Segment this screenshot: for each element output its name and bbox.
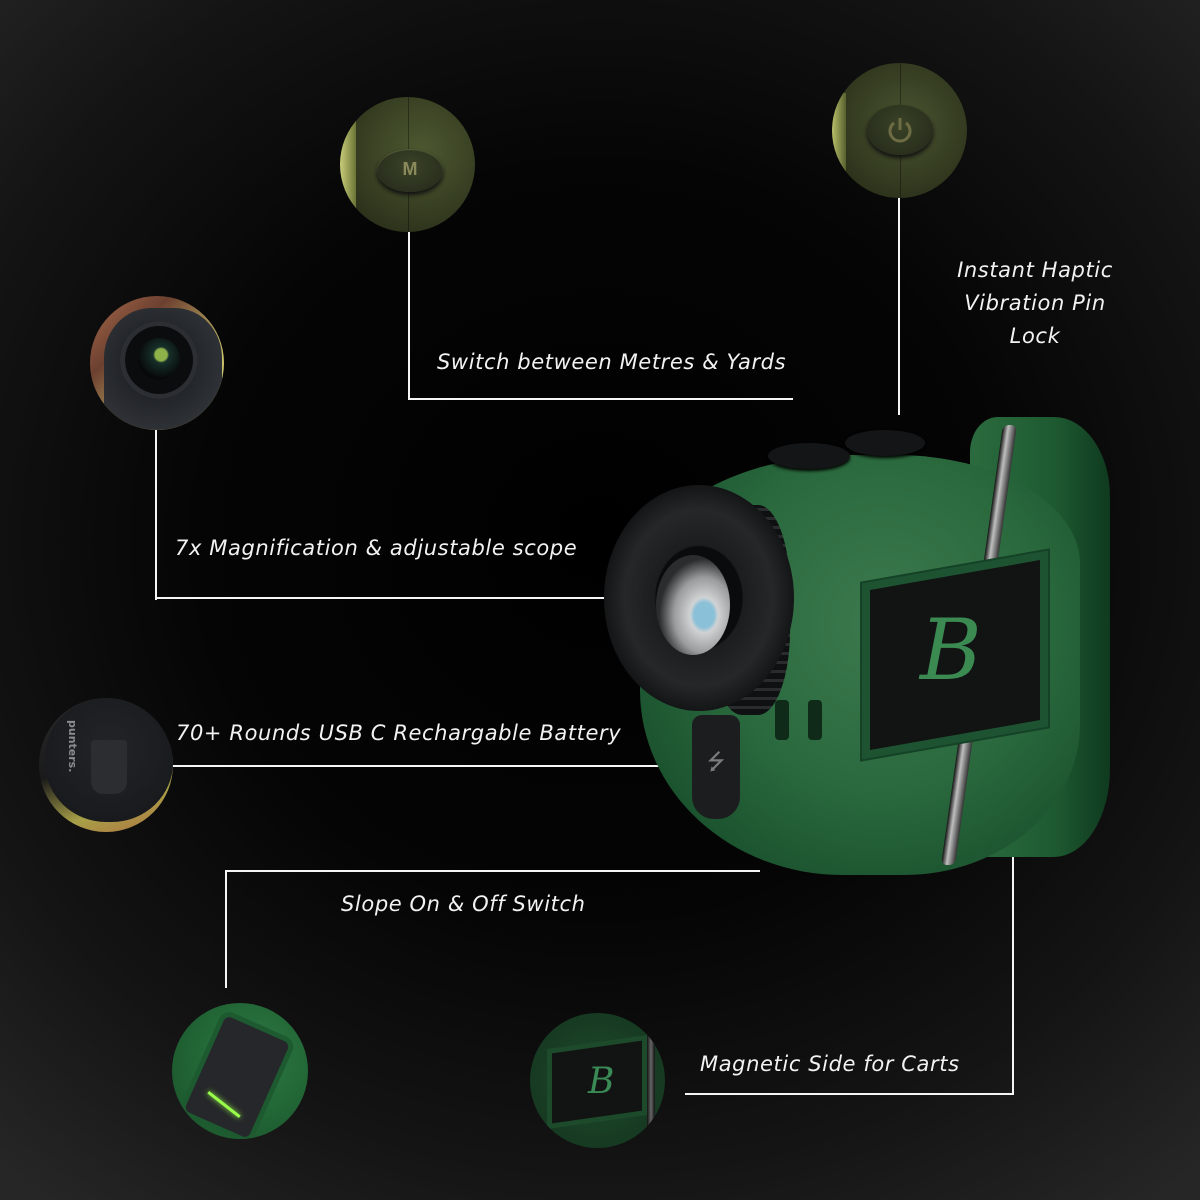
haptic-label-line-3: Lock — [1009, 324, 1061, 348]
usb-port-thumbnail: punters. — [39, 698, 173, 832]
connector-line — [155, 597, 617, 599]
haptic-label: Instant Haptic Vibration Pin Lock — [935, 254, 1135, 353]
connector-line — [1012, 720, 1014, 1095]
mode-label: Switch between Metres & Yards — [437, 350, 787, 374]
power-button — [867, 105, 933, 155]
haptic-label-line-2: Vibration Pin — [964, 291, 1106, 315]
slope-switch — [183, 1015, 291, 1139]
logo-icon: B — [920, 601, 982, 699]
connector-line — [408, 398, 793, 400]
usb-flap — [91, 740, 127, 794]
connector-line — [225, 870, 760, 872]
connector-line — [898, 198, 900, 415]
slope-label: Slope On & Off Switch — [341, 892, 586, 916]
power-button-top — [768, 443, 850, 469]
usb-icon: ⭍ — [706, 750, 726, 775]
power-button-thumbnail — [832, 63, 967, 198]
m-button: M — [377, 149, 443, 192]
connector-line — [685, 1093, 1014, 1095]
rangefinder-device: B ⭍ — [600, 415, 1120, 885]
magnetic-side-thumbnail: B — [530, 1013, 665, 1148]
eyepiece-thumbnail — [90, 296, 224, 430]
connector-line — [173, 765, 685, 767]
magnetic-label: Magnetic Side for Carts — [700, 1052, 960, 1076]
power-icon — [888, 118, 912, 143]
highlight-edge — [340, 117, 356, 212]
connector-line — [155, 430, 157, 600]
connector-line — [225, 870, 227, 988]
slot — [808, 700, 822, 740]
brand-text: punters. — [66, 720, 79, 773]
highlight-edge — [832, 93, 846, 173]
mode-button-top — [845, 430, 925, 456]
lens-icon — [656, 555, 730, 655]
slope-switch-thumbnail — [172, 1003, 308, 1139]
battery-label: 70+ Rounds USB C Rechargable Battery — [176, 721, 622, 745]
slot — [775, 700, 789, 740]
connector-line — [408, 232, 410, 400]
mode-button-thumbnail: M — [340, 97, 475, 232]
lens-icon — [138, 338, 180, 380]
chrome-band — [647, 1023, 655, 1133]
m-glyph-icon: M — [402, 159, 418, 179]
usb-cover: ⭍ — [692, 715, 740, 819]
magnification-label: 7x Magnification & adjustable scope — [175, 536, 578, 560]
haptic-label-line-1: Instant Haptic — [957, 258, 1113, 282]
logo-icon: B — [588, 1061, 615, 1102]
